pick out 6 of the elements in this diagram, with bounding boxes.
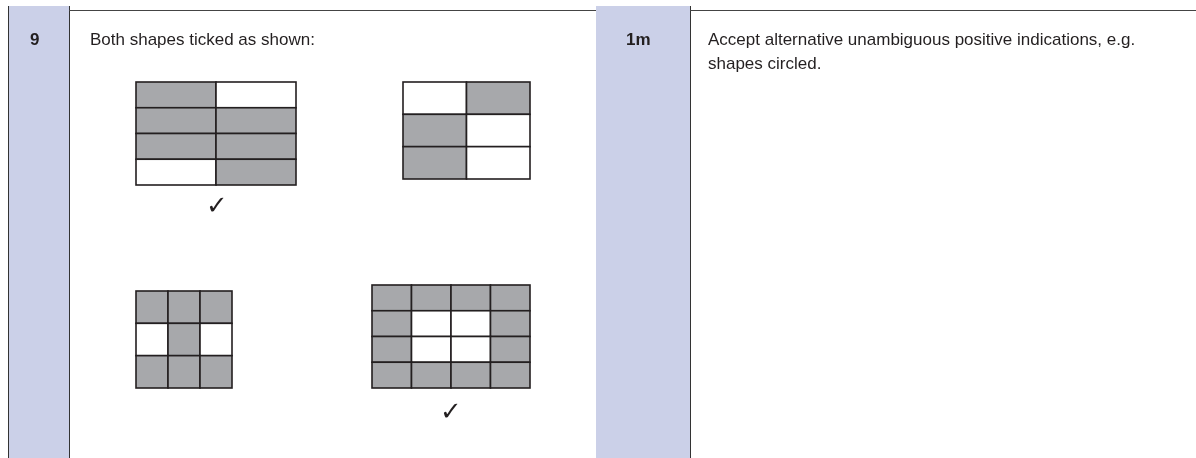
question-number: 9	[30, 29, 40, 51]
mark-value: 1m	[626, 29, 651, 51]
guidance-text: Accept alternative unambiguous positive indications, e.g. shapes circled.	[708, 29, 1137, 75]
answer-text: Both shapes ticked as shown:	[90, 29, 315, 51]
tick-mark: ✓	[440, 396, 462, 426]
tick-mark: ✓	[206, 190, 228, 220]
